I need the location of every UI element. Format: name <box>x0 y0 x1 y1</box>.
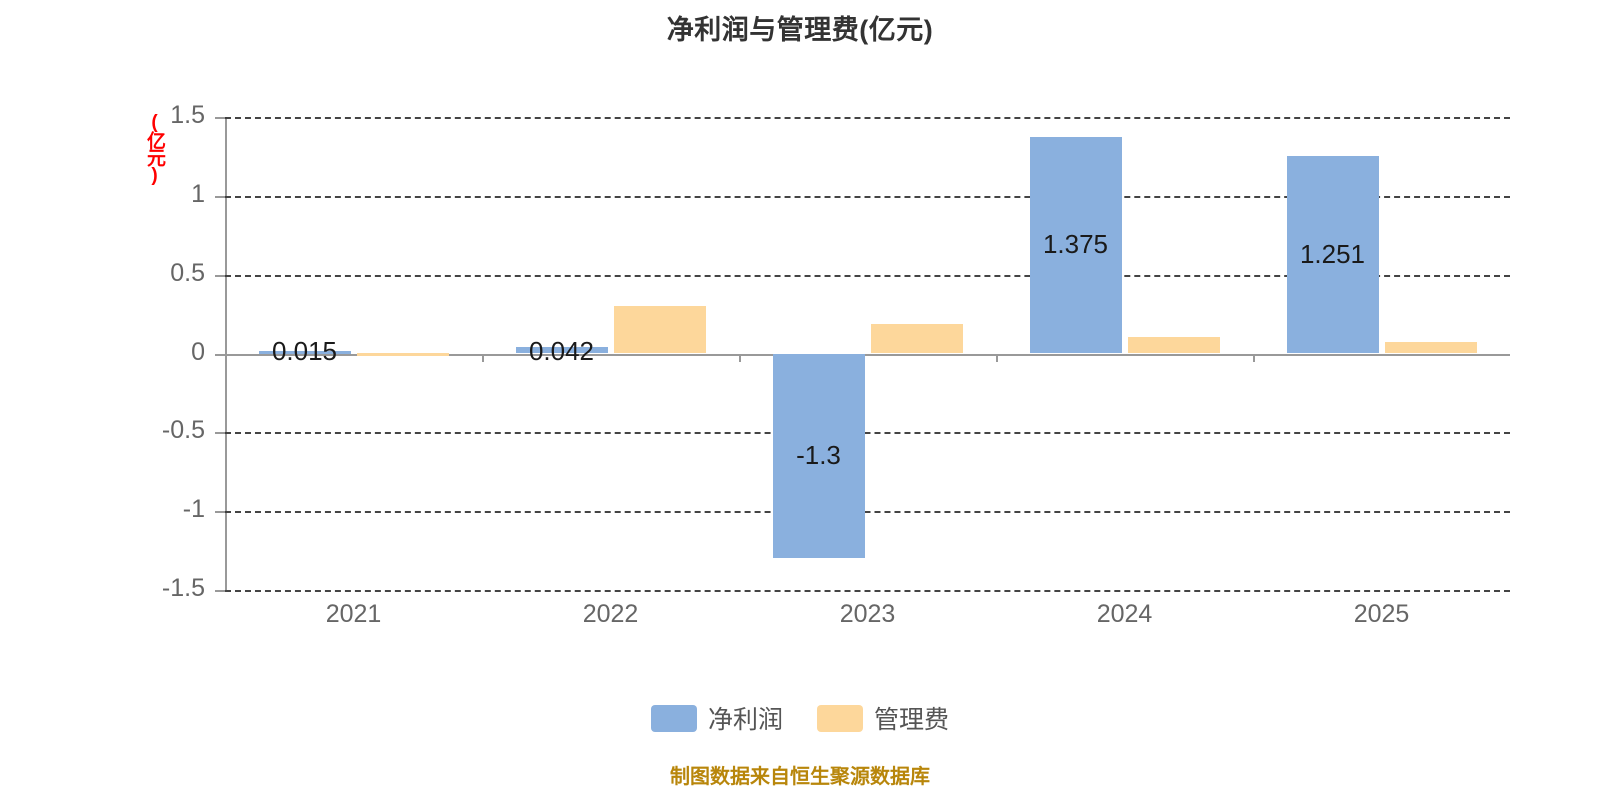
source-note: 制图数据来自恒生聚源数据库 <box>670 766 930 788</box>
bar-value-label: 1.251 <box>1299 238 1366 269</box>
chart-title: 净利润与管理费(亿元) <box>666 15 934 45</box>
bar-value-label: 1.375 <box>1042 229 1109 260</box>
gridline <box>225 590 1510 592</box>
x-axis-tick-label: 2022 <box>582 600 639 628</box>
x-axis-tick-label: 2021 <box>325 600 382 628</box>
bar-net-profit[interactable] <box>1286 156 1379 354</box>
y-axis-tick-label: 1.5 <box>170 101 205 129</box>
bar-value-label: -1.3 <box>796 439 841 470</box>
bar-value-label: 0.042 <box>528 335 595 366</box>
chart-legend: 净利润 管理费 <box>0 700 1600 736</box>
bar-admin-fee[interactable] <box>1127 336 1220 354</box>
x-axis-tick-label: 2023 <box>839 600 896 628</box>
bar-admin-fee[interactable] <box>613 306 706 354</box>
y-axis-tick-mark <box>215 511 225 514</box>
y-axis-tick-mark <box>215 117 225 119</box>
x-axis-tick-mark <box>482 353 484 362</box>
y-axis-unit-label: (亿元) <box>144 112 165 184</box>
y-axis-tick-label: 0.5 <box>170 258 205 287</box>
y-axis-tick-label: -1 <box>182 495 205 524</box>
y-axis-tick-mark <box>215 590 225 592</box>
legend-label: 管理费 <box>874 706 950 734</box>
gridline <box>225 117 1510 119</box>
x-axis-line <box>225 353 1510 356</box>
x-axis-tick-mark <box>739 353 741 362</box>
x-axis-tick-mark <box>1253 353 1255 362</box>
bar-net-profit[interactable] <box>515 346 608 354</box>
legend-swatch-icon <box>817 704 863 732</box>
x-axis-tick-label: 2024 <box>1096 600 1153 628</box>
y-axis-tick-label: 0 <box>191 337 205 366</box>
x-axis-tick-label: 2025 <box>1353 600 1410 628</box>
gridline <box>225 195 1510 198</box>
legend-item[interactable]: 管理费 <box>817 700 949 736</box>
y-axis-tick-label: -1.5 <box>161 574 205 602</box>
bar-admin-fee[interactable] <box>870 324 963 354</box>
bar-net-profit[interactable] <box>258 351 351 355</box>
gridline <box>225 511 1510 514</box>
y-axis-tick-mark <box>215 353 225 356</box>
bar-admin-fee[interactable] <box>356 352 449 356</box>
gridline <box>225 432 1510 435</box>
bar-admin-fee[interactable] <box>1384 341 1477 354</box>
y-axis-tick-label: -0.5 <box>161 416 205 445</box>
legend-item[interactable]: 净利润 <box>650 700 783 736</box>
y-axis-tick-mark <box>215 432 225 435</box>
bar-net-profit[interactable] <box>772 353 865 559</box>
bar-value-label: 0.015 <box>271 335 338 366</box>
bar-net-profit[interactable] <box>1029 136 1122 354</box>
y-axis-tick-mark <box>215 274 225 277</box>
x-axis-tick-mark <box>996 353 998 362</box>
y-axis-tick-mark <box>215 195 225 198</box>
x-axis-tick-mark <box>225 353 227 362</box>
gridline <box>225 274 1510 277</box>
legend-swatch-icon <box>650 704 697 732</box>
y-axis-tick-label: 1 <box>191 179 205 208</box>
legend-label: 净利润 <box>707 706 783 734</box>
